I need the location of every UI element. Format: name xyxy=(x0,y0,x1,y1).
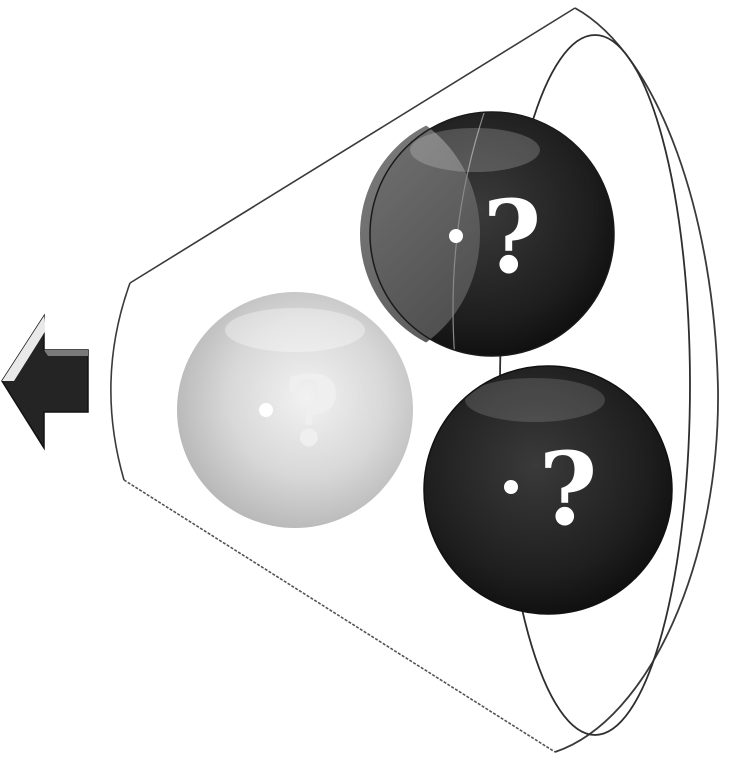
sphere-bottom-label: ? xyxy=(539,430,598,548)
left-arrow-icon xyxy=(2,316,88,448)
funnel-narrow-end xyxy=(111,283,130,480)
sphere-bottom: ? xyxy=(424,366,672,614)
sphere-top-label: ? xyxy=(483,178,542,296)
sphere-top-dot xyxy=(449,229,463,243)
sphere-light-dot xyxy=(259,403,273,417)
sphere-light: ? xyxy=(177,292,413,528)
sphere-bottom-dot xyxy=(504,480,518,494)
sphere-light-label: ? xyxy=(284,355,340,468)
